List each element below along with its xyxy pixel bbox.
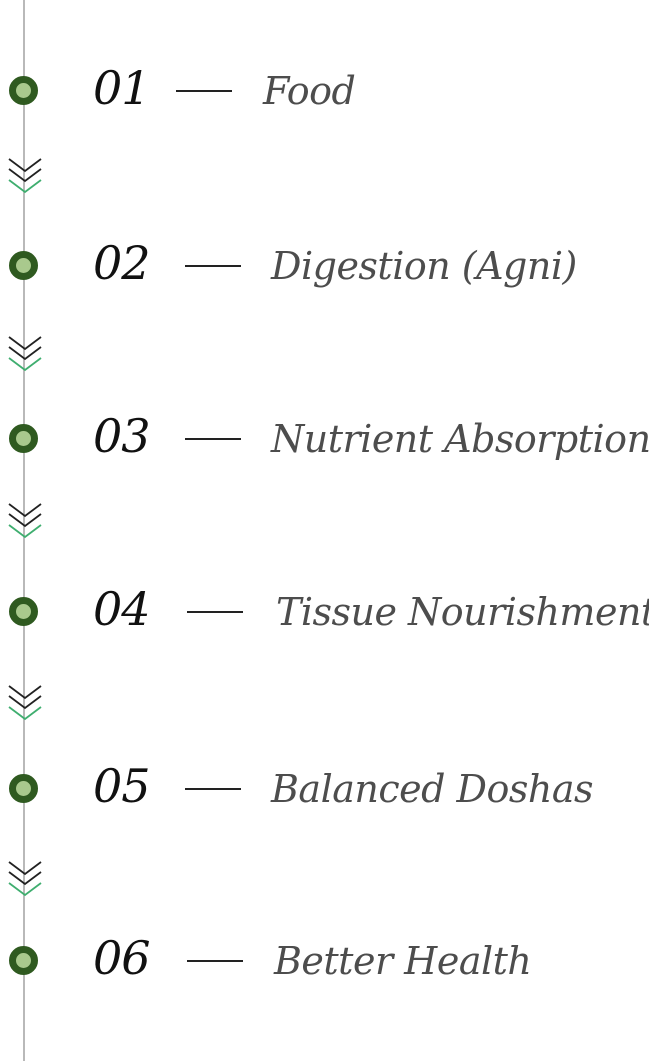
chevron-down-icon	[8, 336, 42, 372]
step-label: Nutrient Absorption	[271, 417, 649, 461]
step-dash	[176, 90, 232, 92]
timeline-step-3: 03 Nutrient Absorption	[0, 398, 649, 478]
step-number: 06	[93, 931, 151, 985]
step-label: Balanced Doshas	[271, 767, 594, 811]
chevron-down-icon	[8, 158, 42, 194]
step-dash	[185, 438, 241, 440]
chevron-down-icon	[8, 685, 42, 721]
step-label: Digestion (Agni)	[271, 244, 577, 288]
step-number: 05	[93, 759, 151, 813]
chevron-down-icon	[8, 861, 42, 897]
step-marker-dot	[9, 597, 38, 626]
chevron-down-icon	[8, 503, 42, 539]
timeline-step-6: 06 Better Health	[0, 920, 649, 1000]
step-number: 04	[93, 582, 151, 636]
step-number: 01	[93, 61, 151, 115]
step-dash	[185, 265, 241, 267]
step-label: Tissue Nourishment	[276, 590, 649, 634]
step-marker-dot	[9, 774, 38, 803]
step-number: 03	[93, 409, 151, 463]
timeline-step-2: 02 Digestion (Agni)	[0, 225, 649, 305]
step-marker-dot	[9, 424, 38, 453]
step-label: Food	[263, 69, 356, 113]
step-label: Better Health	[274, 939, 532, 983]
step-number: 02	[93, 236, 151, 290]
timeline-step-5: 05 Balanced Doshas	[0, 748, 649, 828]
step-dash	[187, 960, 243, 962]
step-marker-dot	[9, 76, 38, 105]
step-dash	[187, 611, 243, 613]
timeline-step-1: 01 Food	[0, 50, 649, 130]
step-marker-dot	[9, 251, 38, 280]
timeline-step-4: 04 Tissue Nourishment	[0, 571, 649, 651]
timeline-line	[23, 0, 25, 1061]
step-marker-dot	[9, 946, 38, 975]
step-dash	[185, 788, 241, 790]
